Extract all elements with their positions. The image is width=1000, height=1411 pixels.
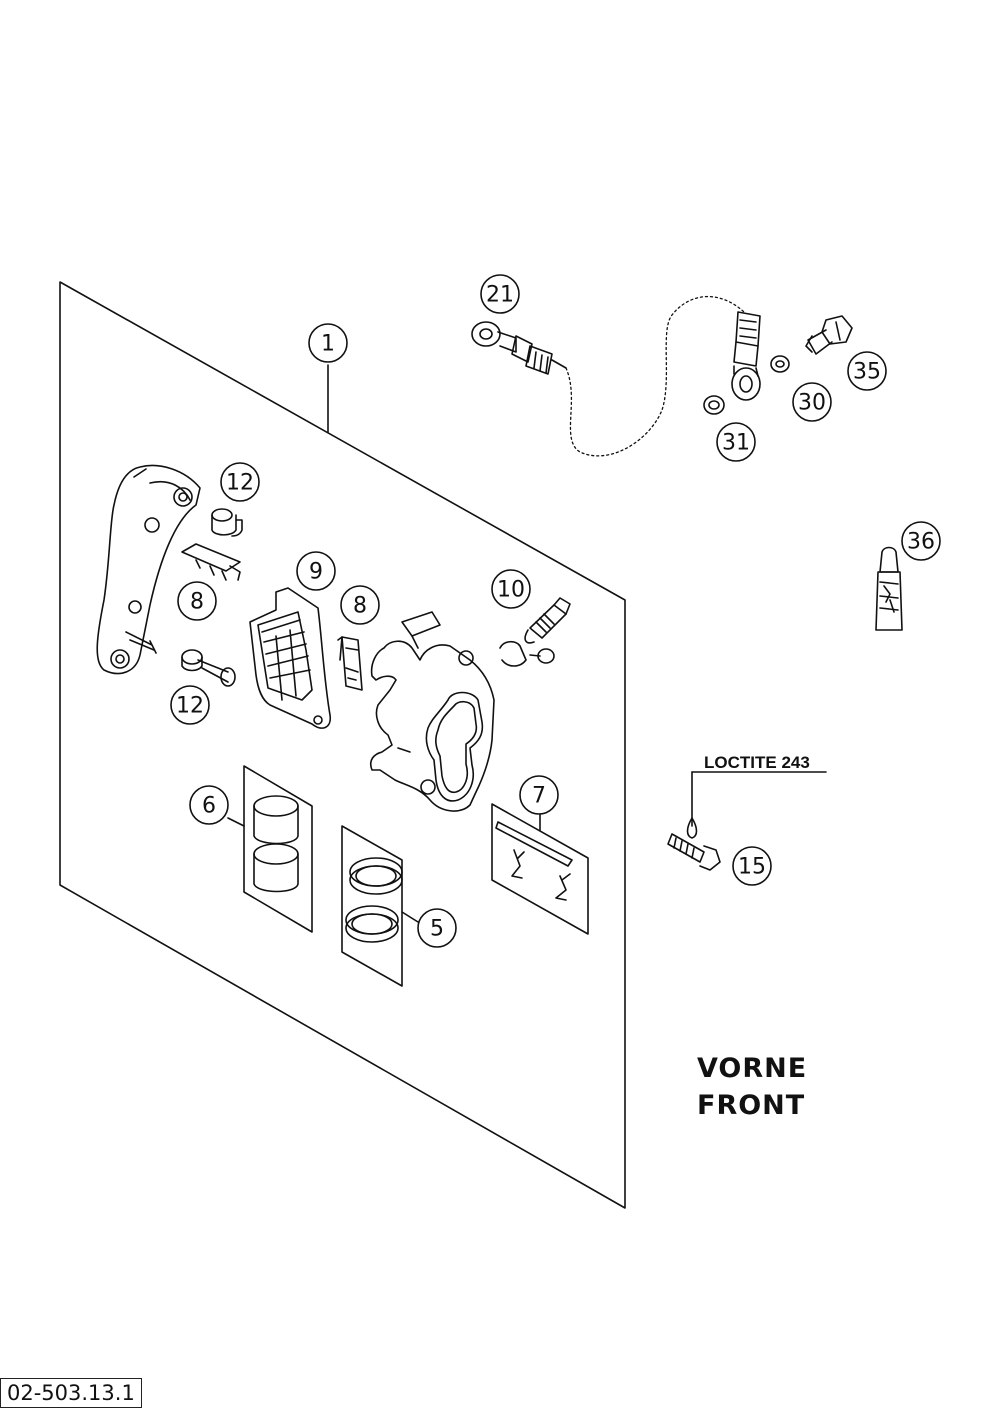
pin-kit — [495, 821, 573, 901]
pad-spring-right — [337, 636, 363, 691]
callout-8-right: 8 — [353, 594, 367, 619]
seal-rings — [345, 857, 403, 943]
piston-pair — [253, 795, 299, 893]
callout-6: 6 — [202, 794, 216, 819]
bleeder-valve — [499, 597, 571, 667]
callout-21: 21 — [486, 283, 514, 308]
seal-box — [341, 825, 403, 987]
assembly-frame — [59, 281, 626, 1209]
copper-washer-30 — [770, 355, 790, 373]
callout-15: 15 — [738, 855, 766, 880]
brake-hose-assembly — [471, 295, 761, 457]
drawing-reference-code: 02-503.13.1 — [0, 1378, 142, 1408]
orientation-label: VORNE FRONT — [697, 1050, 807, 1124]
callout-31: 31 — [722, 431, 750, 456]
callout-7: 7 — [532, 784, 546, 809]
callout-10: 10 — [497, 578, 525, 603]
callout-9: 9 — [309, 560, 323, 585]
leader-6 — [227, 817, 245, 827]
pin-kit-box — [491, 803, 589, 935]
callout-12-top: 12 — [226, 471, 254, 496]
banjo-bolt — [805, 315, 853, 355]
callout-30: 30 — [798, 391, 826, 416]
callout-12-bottom: 12 — [176, 694, 204, 719]
brake-caliper-bracket — [96, 464, 201, 675]
callout-36: 36 — [907, 530, 935, 555]
brake-pad — [249, 587, 332, 729]
callout-35: 35 — [853, 360, 881, 385]
caliper-mounting-screw — [667, 833, 721, 871]
callout-8-left: 8 — [190, 590, 204, 615]
loctite-label: LOCTITE 243 — [704, 753, 810, 772]
copper-washer-31 — [703, 395, 725, 415]
guide-pin-bottom — [181, 649, 236, 687]
piston-box — [243, 765, 313, 933]
orientation-label-en: FRONT — [697, 1090, 806, 1121]
callout-5: 5 — [430, 917, 444, 942]
orientation-label-de: VORNE — [697, 1053, 808, 1084]
pad-spring-clip-left — [181, 543, 241, 581]
loctite-drop-icon — [686, 817, 698, 839]
brake-caliper-body — [369, 611, 495, 812]
callout-1: 1 — [321, 332, 335, 357]
bush-top — [211, 508, 243, 537]
loctite-tube — [875, 546, 903, 631]
leader-5 — [401, 911, 419, 923]
